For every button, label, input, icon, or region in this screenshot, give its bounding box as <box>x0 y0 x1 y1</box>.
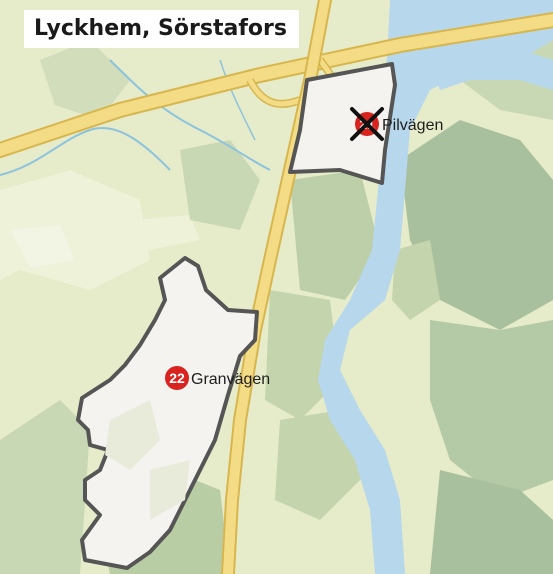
interchange-road-fill <box>247 78 301 107</box>
forest-area <box>430 320 553 500</box>
river <box>318 0 553 574</box>
area-22-label: Granvägen <box>191 371 270 388</box>
forest-area <box>40 40 130 120</box>
area-22-boundary[interactable] <box>76 256 259 570</box>
forest-area <box>392 240 440 320</box>
river-branch <box>430 40 553 90</box>
area-22-forest-detail <box>105 400 160 470</box>
area-21-label: Pilvägen <box>382 117 443 134</box>
open-field <box>130 215 200 250</box>
forest-area <box>290 170 380 300</box>
area-21-boundary[interactable] <box>288 62 397 185</box>
forest-area <box>430 470 553 574</box>
forest-area <box>400 120 553 330</box>
stream <box>109 59 271 171</box>
stream <box>0 127 171 176</box>
marker-22-circle <box>165 366 189 390</box>
forest-area <box>180 140 260 230</box>
map-title: Lyckhem, Sörstafors <box>24 10 299 48</box>
area-21-marker[interactable]: 21 <box>350 107 384 141</box>
marker-22-number: 22 <box>169 370 185 386</box>
main-road-fill <box>0 14 553 156</box>
removed-cross-icon <box>350 107 384 141</box>
stream <box>219 59 256 141</box>
area-22-forest-detail <box>150 460 190 520</box>
open-field <box>10 225 75 268</box>
forest-area <box>0 400 90 574</box>
area-22-marker[interactable]: 22 <box>165 366 189 390</box>
